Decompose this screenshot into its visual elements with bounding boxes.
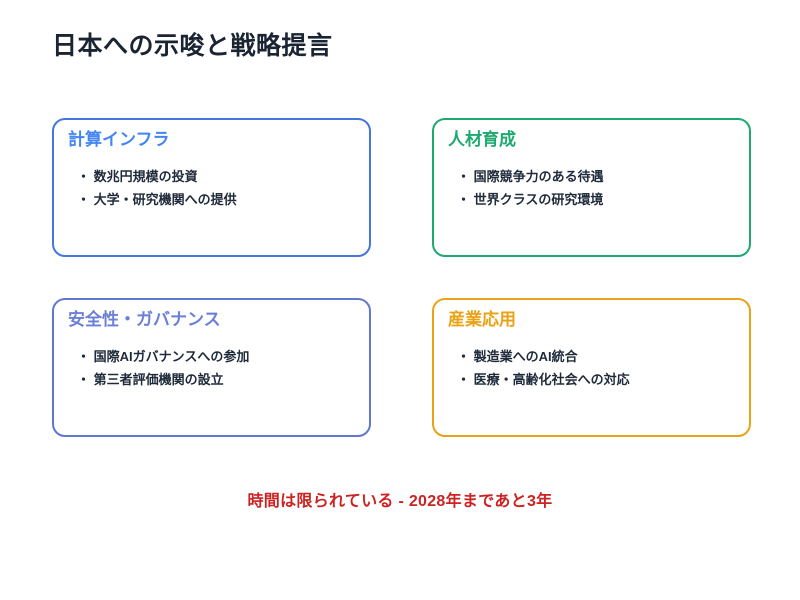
list-item: ・ 大学・研究機関への提供 [77, 191, 237, 207]
card-talent-development[interactable]: 人材育成 ・ 国際競争力のある待遇 ・ 世界クラスの研究環境 [432, 118, 751, 257]
card-industrial-application[interactable]: 産業応用 ・ 製造業へのAI統合 ・ 医療・高齢化社会への対応 [432, 298, 751, 437]
footer-urgency-note: 時間は限られている - 2028年まであと3年 [247, 493, 553, 510]
card-bullet-list: ・ 国際AIガバナンスへの参加 ・ 第三者評価機関の設立 [54, 330, 369, 391]
list-item: ・ 第三者評価機関の設立 [77, 371, 224, 387]
card-safety-governance[interactable]: 安全性・ガバナンス ・ 国際AIガバナンスへの参加 ・ 第三者評価機関の設立 [52, 298, 371, 437]
card-bullet-list: ・ 国際競争力のある待遇 ・ 世界クラスの研究環境 [434, 150, 749, 211]
card-bullet-list: ・ 数兆円規模の投資 ・ 大学・研究機関への提供 [54, 150, 369, 211]
card-grid: 計算インフラ ・ 数兆円規模の投資 ・ 大学・研究機関への提供 人材育成 ・ 国… [52, 118, 752, 437]
list-item: ・ 製造業へのAI統合 [457, 349, 578, 365]
card-title: 人材育成 [448, 130, 516, 149]
list-item: ・ 国際競争力のある待遇 [457, 169, 604, 185]
list-item: ・ 医療・高齢化社会への対応 [457, 371, 630, 387]
page-title: 日本への示唆と戦略提言 [52, 32, 333, 60]
card-title: 安全性・ガバナンス [68, 310, 221, 329]
list-item: ・ 世界クラスの研究環境 [457, 191, 604, 207]
list-item: ・ 国際AIガバナンスへの参加 [77, 349, 250, 365]
list-item: ・ 数兆円規模の投資 [77, 169, 198, 185]
card-title: 計算インフラ [68, 130, 170, 149]
card-bullet-list: ・ 製造業へのAI統合 ・ 医療・高齢化社会への対応 [434, 330, 749, 391]
card-compute-infrastructure[interactable]: 計算インフラ ・ 数兆円規模の投資 ・ 大学・研究機関への提供 [52, 118, 371, 257]
card-title: 産業応用 [448, 310, 516, 329]
